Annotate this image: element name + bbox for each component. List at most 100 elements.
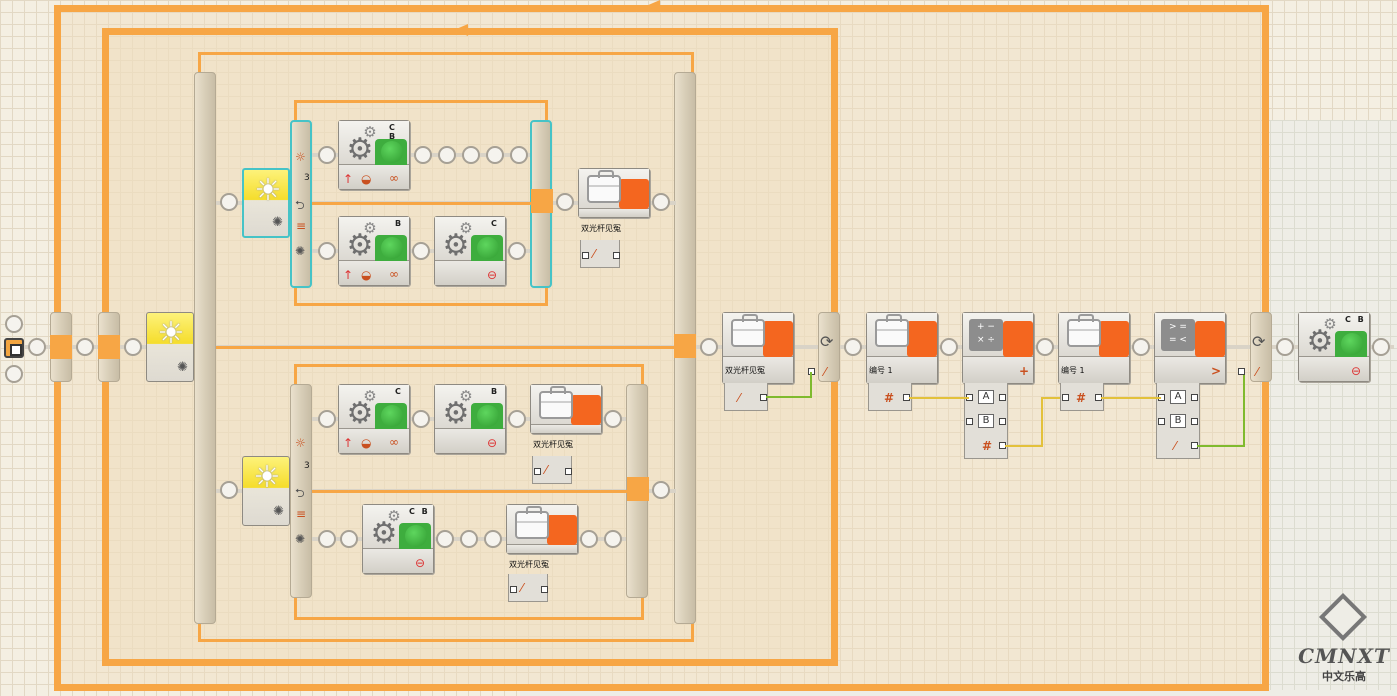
data-plug[interactable] [582, 252, 589, 259]
gear-icon: ⚙ [363, 219, 377, 237]
number-icon: # [982, 439, 993, 453]
stud [580, 530, 598, 548]
gear-icon: ⚙ [459, 387, 473, 405]
switch-marker [531, 189, 553, 213]
unlimited-icon: ∞ [389, 435, 399, 449]
motor-block-c[interactable]: ⚙ ⚙ C ⊖ [434, 216, 506, 286]
logo-diamond-icon [1318, 592, 1368, 642]
light-sensor-icon: ☀ [253, 460, 281, 495]
switch-lower-left-bar[interactable] [290, 384, 312, 598]
gear-icon: ⚙ [1323, 315, 1337, 333]
light-sensor-icon: ☀ [254, 173, 282, 208]
stud [652, 481, 670, 499]
data-plug[interactable] [966, 418, 973, 425]
switch-selector-icon[interactable]: ⮌ [295, 486, 305, 500]
data-plug[interactable] [1062, 394, 1069, 401]
data-plug[interactable] [510, 586, 517, 593]
data-plug[interactable] [1238, 368, 1245, 375]
data-plug[interactable] [1191, 418, 1198, 425]
logic-icon: ⁄ [1174, 439, 1177, 453]
switch-upper-connector [312, 202, 532, 205]
data-wire [1101, 397, 1161, 399]
switch-selector-icon[interactable]: ⮌ [295, 198, 305, 212]
start-point-icon[interactable] [4, 338, 24, 358]
stud [220, 481, 238, 499]
number-icon: # [884, 391, 895, 405]
stud [940, 338, 958, 356]
motor-block-cb[interactable]: ⚙ ⚙ C B ⊖ [362, 504, 434, 574]
data-plug[interactable] [541, 586, 548, 593]
motor-block-b[interactable]: ⚙ ⚙ B ↑ ◒ ∞ [338, 216, 410, 286]
math-icon: + − × ÷ [969, 319, 1003, 351]
stud [484, 530, 502, 548]
variable-write-block[interactable]: 双光杆见冤 [506, 504, 578, 569]
switch-main-left-bar[interactable] [194, 72, 216, 624]
direction-up-icon: ↑ [343, 172, 354, 186]
data-plug[interactable] [565, 468, 572, 475]
motor-block-c[interactable]: ⚙ ⚙ C ↑ ◒ ∞ [338, 384, 410, 454]
stud [318, 530, 336, 548]
data-plug[interactable] [1158, 418, 1165, 425]
light-sensor-switch-upper[interactable]: ☀ ✺ [242, 168, 290, 238]
data-plug[interactable] [999, 394, 1006, 401]
stud [124, 338, 142, 356]
motor-block-cb-final[interactable]: ⚙ ⚙ C B ⊖ [1298, 312, 1370, 382]
variable-number-block[interactable]: 编号 1 [1058, 312, 1130, 384]
motor-block-b[interactable]: ⚙ ⚙ B ⊖ [434, 384, 506, 454]
data-plug[interactable] [1191, 394, 1198, 401]
stud [510, 146, 528, 164]
logic-icon: ⁄ [593, 247, 596, 261]
loop-inner-end[interactable] [818, 312, 840, 382]
logic-icon: ⁄ [738, 391, 741, 405]
math-operator: + [1019, 364, 1030, 378]
gear-icon: ⚙ [459, 219, 473, 237]
compare-block[interactable]: > = = < > [1154, 312, 1226, 384]
stud [604, 530, 622, 548]
light-sensor-icon: ☀ [157, 316, 185, 351]
stud [436, 530, 454, 548]
input-a: A [1170, 390, 1186, 404]
data-wire [766, 396, 812, 398]
gear-icon: ⚙ [370, 516, 398, 551]
data-plug[interactable] [999, 418, 1006, 425]
data-wire [909, 397, 969, 399]
switch-upper-left-bar[interactable] [290, 120, 312, 288]
canvas-extension [1270, 120, 1397, 696]
stud [652, 193, 670, 211]
variable-write-block[interactable]: 双光杆见冤 [578, 168, 650, 233]
stud [318, 146, 336, 164]
unlimited-icon: ∞ [389, 171, 399, 185]
stop-icon: ⊖ [415, 556, 426, 570]
light-sensor-switch-main[interactable]: ☀ ✺ [146, 312, 194, 382]
switch-case-number: 3 [304, 173, 310, 183]
power-icon: ◒ [361, 436, 372, 450]
math-block[interactable]: + − × ÷ + [962, 312, 1034, 384]
variable-write-block[interactable]: 双光杆见冤 [530, 384, 602, 449]
gear-icon: ⚙ [363, 123, 377, 141]
loop-outer-end[interactable] [1250, 312, 1272, 382]
input-b: B [978, 414, 994, 428]
input-a: A [978, 390, 994, 404]
data-wire [810, 372, 812, 398]
stud [462, 146, 480, 164]
data-plug[interactable] [613, 252, 620, 259]
data-wire [1243, 372, 1245, 447]
variable-number-block[interactable]: 编号 1 [866, 312, 938, 384]
gear-icon: ✺ [273, 504, 284, 519]
switch-main-connector [216, 346, 676, 349]
switch-case-number: 3 [304, 461, 310, 471]
stud [76, 338, 94, 356]
light-sensor-switch-lower[interactable]: ☀ ✺ [242, 456, 290, 526]
data-wire [1197, 445, 1245, 447]
number-icon: # [1076, 391, 1087, 405]
motor-block-cb[interactable]: ⚙ ⚙ C B ↑ ◒ ∞ [338, 120, 410, 190]
gear-icon: ⚙ [346, 396, 374, 431]
data-plug[interactable] [534, 468, 541, 475]
power-icon: ◒ [361, 172, 372, 186]
stud [318, 242, 336, 260]
variable-read-block[interactable]: 双光杆见冤 [722, 312, 794, 384]
compare-operator: > [1211, 364, 1222, 378]
logic-icon: ⁄ [1256, 365, 1259, 379]
gear-icon: ⚙ [1306, 324, 1334, 359]
gear-icon: ⚙ [387, 507, 401, 525]
